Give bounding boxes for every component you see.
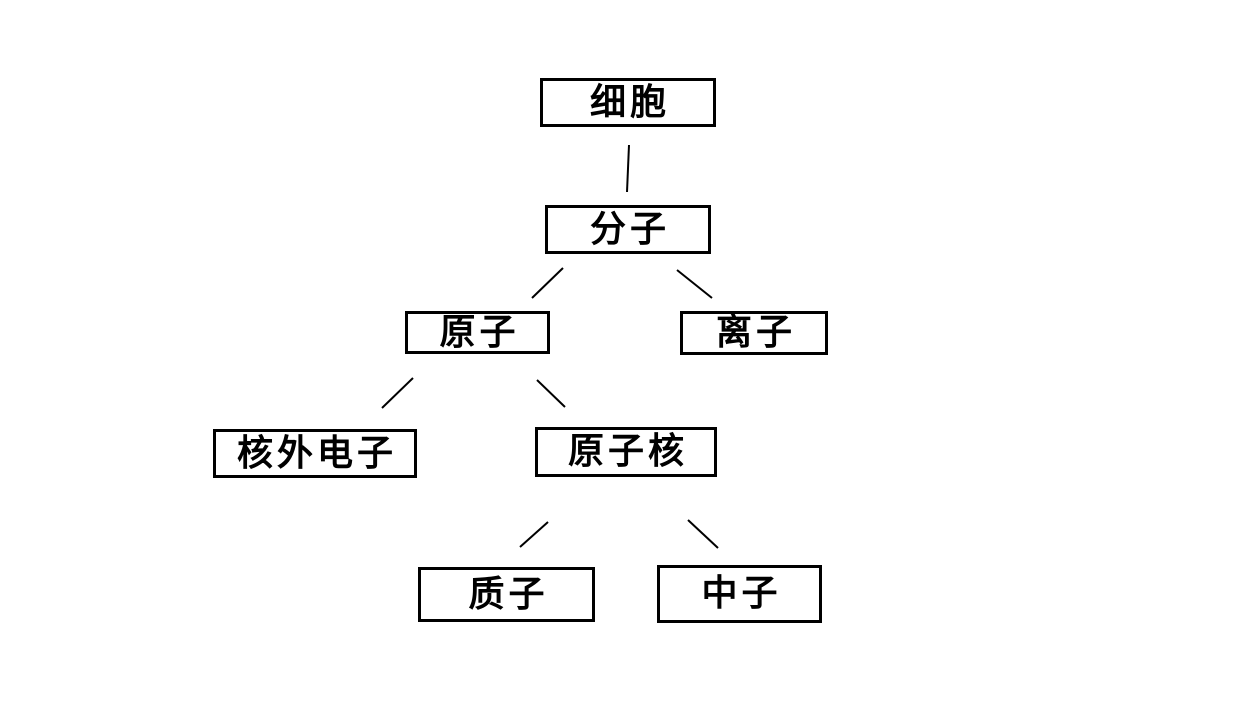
edge-molecule-to-ion [676, 269, 713, 299]
node-extranuclear-electron: 核外电子 [213, 429, 417, 478]
node-cell: 细胞 [540, 78, 716, 127]
node-atomic-nucleus: 原子核 [535, 427, 717, 477]
edge-atom-to-atomic-nucleus [536, 379, 566, 408]
node-label: 核外电子 [236, 432, 397, 474]
node-label: 分子 [589, 208, 670, 250]
edge-molecule-to-atom [531, 267, 564, 299]
edge-cell-to-molecule [626, 144, 630, 193]
node-ion: 离子 [680, 311, 828, 355]
node-label: 中子 [701, 573, 782, 614]
node-atom: 原子 [405, 311, 550, 354]
node-label: 原子核 [567, 431, 688, 472]
node-label: 原子 [439, 311, 520, 353]
edge-atom-to-extranuclear-electron [381, 377, 414, 409]
edge-atomic-nucleus-to-proton [519, 521, 549, 548]
node-proton: 质子 [418, 567, 595, 622]
node-neutron: 中子 [657, 565, 822, 623]
node-label: 质子 [468, 573, 549, 615]
node-label: 细胞 [589, 81, 670, 123]
node-molecule: 分子 [545, 205, 711, 254]
edge-atomic-nucleus-to-neutron [687, 519, 719, 549]
node-label: 离子 [715, 312, 796, 353]
